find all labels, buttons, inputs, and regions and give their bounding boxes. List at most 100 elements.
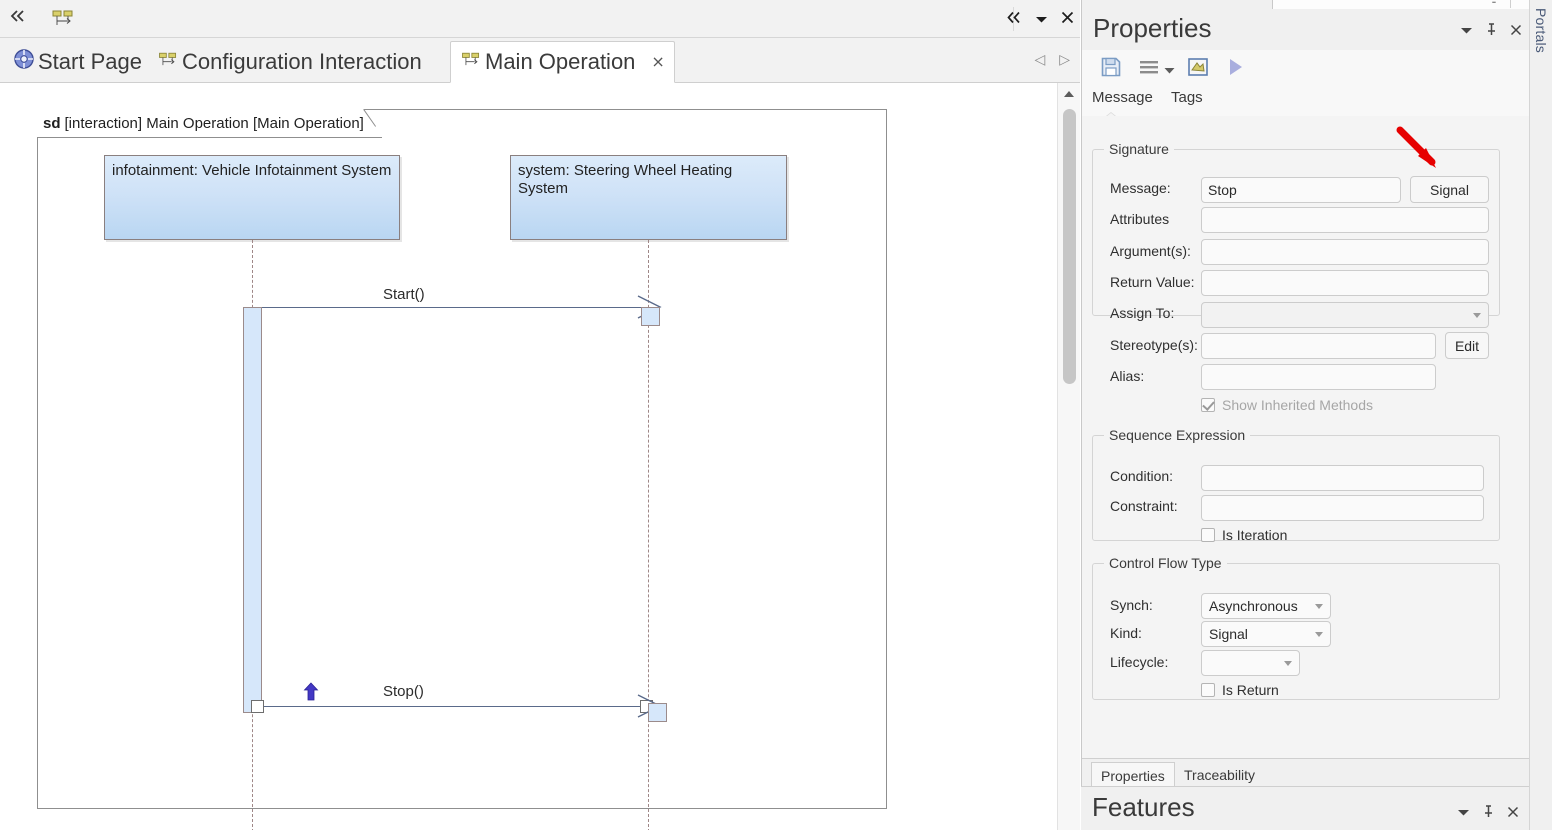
features-menu-caret-icon[interactable] — [1457, 807, 1470, 819]
run-icon[interactable] — [1224, 56, 1246, 83]
is-return-row[interactable]: Is Return — [1201, 682, 1279, 698]
frame-tag-corner — [363, 109, 382, 138]
properties-pin-icon[interactable] — [1486, 23, 1497, 38]
editor-pane: Start Page Configuration Interaction — [0, 0, 1080, 830]
message-line-start — [262, 307, 655, 308]
is-return-label: Is Return — [1222, 682, 1279, 698]
hidden-panel-controls: ╴ — [1492, 0, 1499, 9]
kind-field-label: Kind: — [1110, 625, 1142, 641]
features-window-controls — [1457, 805, 1519, 820]
docked-panel-sliver: ╴ — [1082, 0, 1542, 10]
message-line-stop — [262, 706, 655, 707]
editor-menu-caret-icon[interactable] — [1035, 9, 1048, 29]
scroll-up-icon[interactable] — [1064, 91, 1074, 97]
sequence-diagram-icon — [157, 49, 179, 75]
lifecycle-combo[interactable] — [1201, 650, 1300, 676]
stereotypes-edit-button[interactable]: Edit — [1445, 332, 1489, 359]
sequence-diagram-icon — [460, 49, 482, 75]
return-value-input[interactable] — [1201, 270, 1489, 296]
hidden-panel-tab[interactable] — [1272, 0, 1542, 9]
scrollbar-thumb[interactable] — [1063, 109, 1076, 384]
properties-close-icon[interactable] — [1510, 24, 1522, 38]
list-menu-icon[interactable] — [1138, 56, 1160, 83]
diagram-canvas[interactable]: sd [interaction] Main Operation [Main Op… — [0, 83, 1057, 830]
bottom-tab-properties[interactable]: Properties — [1091, 762, 1175, 788]
sequence-diagram-icon[interactable] — [50, 10, 78, 30]
sequence-expression-group: Sequence Expression Condition: Constrain… — [1092, 427, 1500, 543]
menu-caret-down-icon[interactable] — [1164, 62, 1175, 80]
properties-menu-caret-icon[interactable] — [1460, 25, 1473, 37]
attributes-field-label: Attributes — [1110, 211, 1170, 227]
toolbar-divider — [1013, 7, 1014, 31]
lifeline-system[interactable]: system: Steering Wheel Heating System — [510, 155, 787, 240]
tab-tags[interactable]: Tags — [1171, 89, 1203, 106]
arguments-field-label: Argument(s): — [1110, 243, 1191, 259]
condition-input[interactable] — [1201, 465, 1484, 491]
tab-nav-next-icon[interactable]: ▷ — [1059, 52, 1070, 68]
collapse-double-left-icon[interactable] — [1006, 9, 1022, 29]
assign-to-combo[interactable] — [1201, 302, 1489, 328]
portals-rail: Portals — [1529, 0, 1552, 830]
edit-note-icon[interactable] — [1187, 56, 1209, 83]
tab-main-operation[interactable]: Main Operation × — [450, 41, 675, 83]
properties-bottom-tabs: Properties Traceability — [1082, 758, 1530, 792]
show-inherited-methods-label: Show Inherited Methods — [1222, 397, 1373, 413]
save-icon[interactable] — [1100, 56, 1122, 83]
is-iteration-row[interactable]: Is Iteration — [1201, 527, 1287, 543]
features-pin-icon[interactable] — [1483, 805, 1494, 820]
canvas-vertical-scrollbar[interactable] — [1057, 83, 1080, 830]
properties-window-controls — [1460, 23, 1522, 38]
alias-input[interactable] — [1201, 364, 1436, 390]
properties-panel-title: Properties — [1093, 13, 1212, 43]
properties-title-bar: Properties — [1082, 10, 1530, 50]
lifeline-infotainment[interactable]: infotainment: Vehicle Infotainment Syste… — [104, 155, 400, 240]
portals-tab[interactable]: Portals — [1533, 8, 1549, 53]
lifeline-system-label: system: Steering Wheel Heating System — [518, 162, 733, 197]
features-close-icon[interactable] — [1507, 806, 1519, 820]
tab-start-page[interactable]: Start Page — [4, 41, 151, 83]
diagram-frame-label: sd [interaction] Main Operation [Main Op… — [37, 109, 382, 138]
features-panel-header: Features — [1081, 786, 1529, 830]
bottom-tab-traceability[interactable]: Traceability — [1184, 767, 1256, 783]
activation-box-system-start[interactable] — [641, 307, 660, 326]
message-handle-stop-source[interactable] — [251, 700, 264, 713]
sliver-divider — [1510, 0, 1511, 8]
move-up-marker-icon[interactable] — [303, 682, 319, 707]
properties-tabs: Message Tags — [1082, 86, 1530, 121]
editor-close-icon[interactable] — [1061, 9, 1074, 29]
tab-start-page-label: Start Page — [38, 49, 142, 74]
tab-close-icon[interactable]: × — [651, 52, 665, 71]
activation-bar-infotainment[interactable] — [243, 307, 262, 713]
collapse-left-icon[interactable] — [7, 9, 29, 29]
tab-configuration-interaction-label: Configuration Interaction — [182, 49, 422, 74]
attributes-input[interactable] — [1201, 207, 1489, 233]
hidden-panel-pin-icon[interactable]: ╴ — [1492, 0, 1499, 9]
show-inherited-methods-checkbox[interactable] — [1201, 398, 1215, 412]
tab-configuration-interaction[interactable]: Configuration Interaction — [148, 41, 431, 83]
constraint-input[interactable] — [1201, 495, 1484, 521]
stereotypes-field-label: Stereotype(s): — [1110, 337, 1198, 353]
control-flow-type-legend: Control Flow Type — [1109, 555, 1222, 571]
features-panel-title: Features — [1092, 792, 1195, 822]
signature-group: Signature Message: Signal Attributes Arg… — [1092, 141, 1500, 413]
stereotypes-input[interactable] — [1201, 333, 1436, 359]
is-iteration-checkbox[interactable] — [1201, 528, 1215, 542]
is-return-checkbox[interactable] — [1201, 683, 1215, 697]
properties-body: Signature Message: Signal Attributes Arg… — [1082, 116, 1530, 756]
message-input[interactable] — [1201, 177, 1401, 203]
kind-combo[interactable]: Signal — [1201, 621, 1331, 647]
activation-box-system-stop[interactable] — [648, 703, 667, 722]
assign-to-field-label: Assign To: — [1110, 305, 1175, 321]
chevron-down-icon — [1277, 660, 1299, 666]
arguments-input[interactable] — [1201, 239, 1489, 265]
tab-message[interactable]: Message — [1092, 89, 1153, 106]
tab-nav-prev-icon[interactable]: ◁ — [1034, 52, 1046, 68]
synch-combo[interactable]: Asynchronous — [1201, 593, 1331, 619]
lifeline-system-line — [648, 240, 649, 830]
frame-keyword: sd — [43, 114, 61, 132]
chevron-down-icon — [1308, 603, 1330, 609]
show-inherited-methods-row[interactable]: Show Inherited Methods — [1201, 397, 1373, 413]
editor-toolbar — [0, 0, 1080, 38]
signal-button[interactable]: Signal — [1410, 176, 1489, 203]
